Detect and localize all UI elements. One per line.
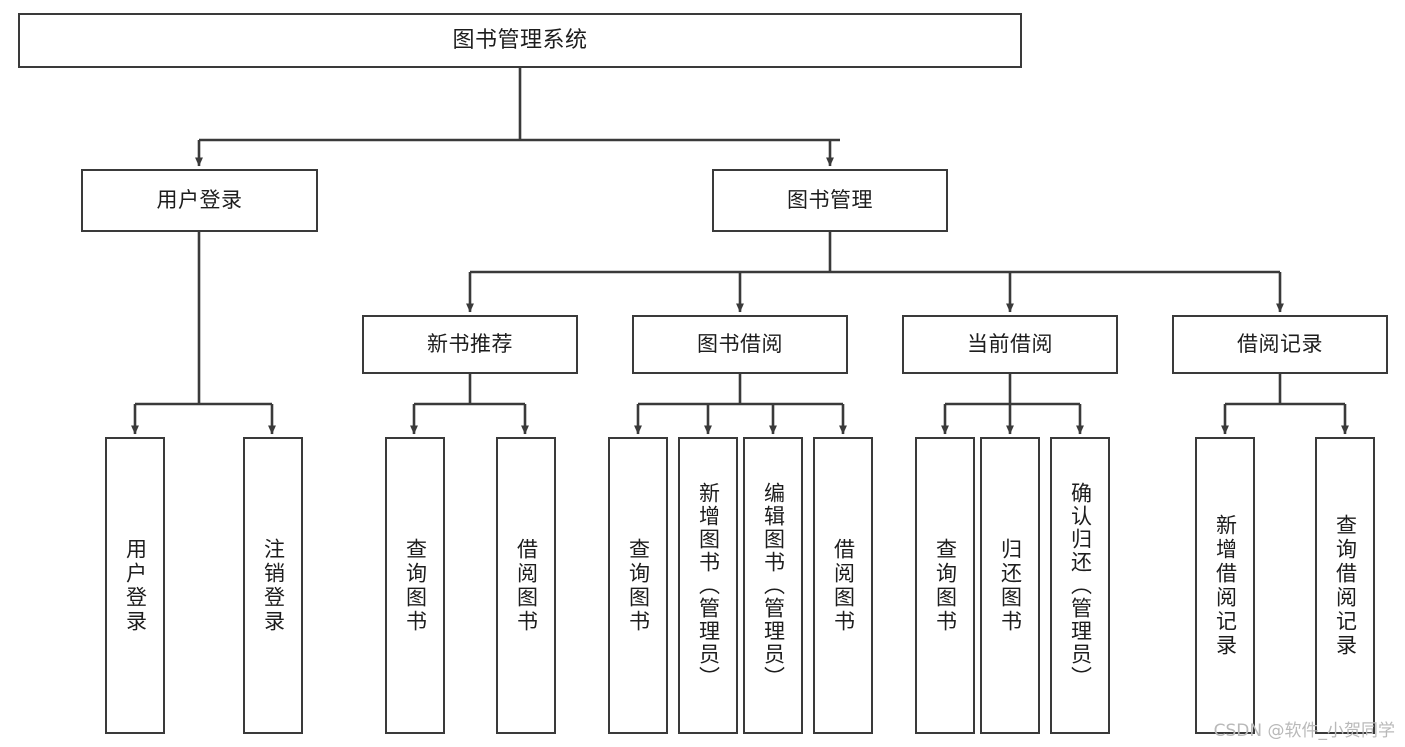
leaf-current-query-book[interactable]: 查询图书	[915, 437, 975, 734]
node-label: 新增借阅记录	[1213, 513, 1238, 658]
node-label: 查询图书	[933, 537, 958, 634]
leaf-borrow-edit-book-admin[interactable]: 编辑图书（管理员）	[743, 437, 803, 734]
node-label: 归还图书	[998, 537, 1023, 634]
node-borrow-record[interactable]: 借阅记录	[1172, 315, 1388, 374]
leaf-current-confirm-return-admin[interactable]: 确认归还（管理员）	[1050, 437, 1110, 734]
leaf-record-query-record[interactable]: 查询借阅记录	[1315, 437, 1375, 734]
node-label: 当前借阅	[967, 332, 1053, 357]
node-label: 查询图书	[626, 537, 651, 634]
leaf-borrow-borrow-book[interactable]: 借阅图书	[813, 437, 873, 734]
node-label: 查询图书	[403, 537, 428, 634]
node-label: 用户登录	[156, 188, 243, 213]
node-new-book-recommend[interactable]: 新书推荐	[362, 315, 578, 374]
node-label: 图书借阅	[697, 332, 783, 357]
leaf-current-return-book[interactable]: 归还图书	[980, 437, 1040, 734]
node-current-borrow[interactable]: 当前借阅	[902, 315, 1118, 374]
node-label: 用户登录	[123, 537, 148, 634]
node-label: 新增图书（管理员）	[696, 482, 721, 689]
node-label: 借阅图书	[831, 537, 856, 634]
node-label: 新书推荐	[427, 332, 513, 357]
node-label: 图书管理系统	[452, 27, 588, 53]
leaf-borrow-add-book-admin[interactable]: 新增图书（管理员）	[678, 437, 738, 734]
node-user-login[interactable]: 用户登录	[81, 169, 318, 232]
leaf-user-login-logout[interactable]: 注销登录	[243, 437, 303, 734]
leaf-user-login-login[interactable]: 用户登录	[105, 437, 165, 734]
node-label: 注销登录	[261, 537, 286, 634]
node-book-borrow[interactable]: 图书借阅	[632, 315, 848, 374]
node-label: 图书管理	[787, 188, 873, 213]
node-book-management[interactable]: 图书管理	[712, 169, 948, 232]
node-label: 查询借阅记录	[1333, 513, 1358, 658]
leaf-record-add-record[interactable]: 新增借阅记录	[1195, 437, 1255, 734]
node-label: 确认归还（管理员）	[1068, 482, 1093, 689]
node-root-system[interactable]: 图书管理系统	[18, 13, 1022, 68]
node-label: 编辑图书（管理员）	[761, 482, 786, 689]
leaf-recommend-query-book[interactable]: 查询图书	[385, 437, 445, 734]
csdn-watermark: CSDN @软件_小贺同学	[1213, 721, 1395, 741]
leaf-recommend-borrow-book[interactable]: 借阅图书	[496, 437, 556, 734]
node-label: 借阅记录	[1237, 332, 1323, 357]
leaf-borrow-query-book[interactable]: 查询图书	[608, 437, 668, 734]
node-label: 借阅图书	[514, 537, 539, 634]
